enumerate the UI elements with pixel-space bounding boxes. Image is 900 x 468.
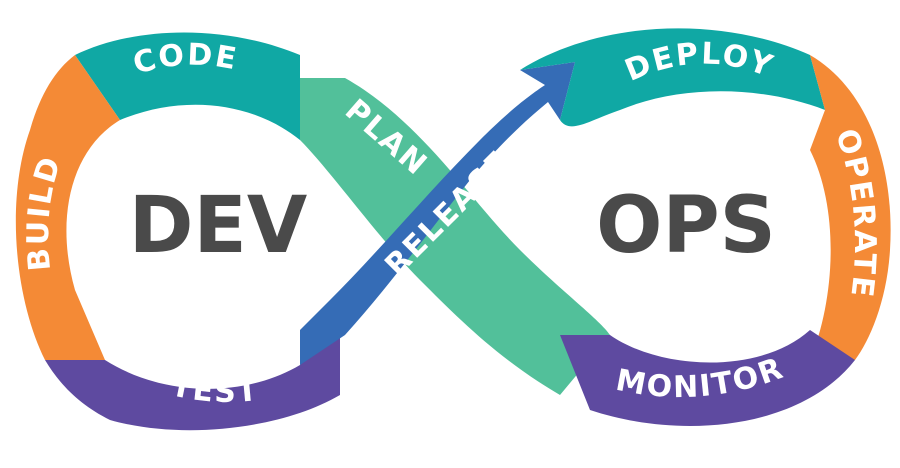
test-label: TEST	[168, 368, 261, 410]
build-band	[15, 55, 121, 360]
test-band	[45, 325, 340, 431]
monitor-band	[560, 330, 855, 426]
code-band	[75, 32, 300, 140]
deploy-band	[520, 28, 825, 127]
plan-band	[300, 78, 610, 395]
ops-word: OPS	[596, 181, 776, 271]
plan-arrow-head	[295, 78, 345, 140]
operate-band	[810, 55, 891, 360]
release-band	[300, 62, 575, 365]
dev-word: DEV	[129, 181, 307, 271]
